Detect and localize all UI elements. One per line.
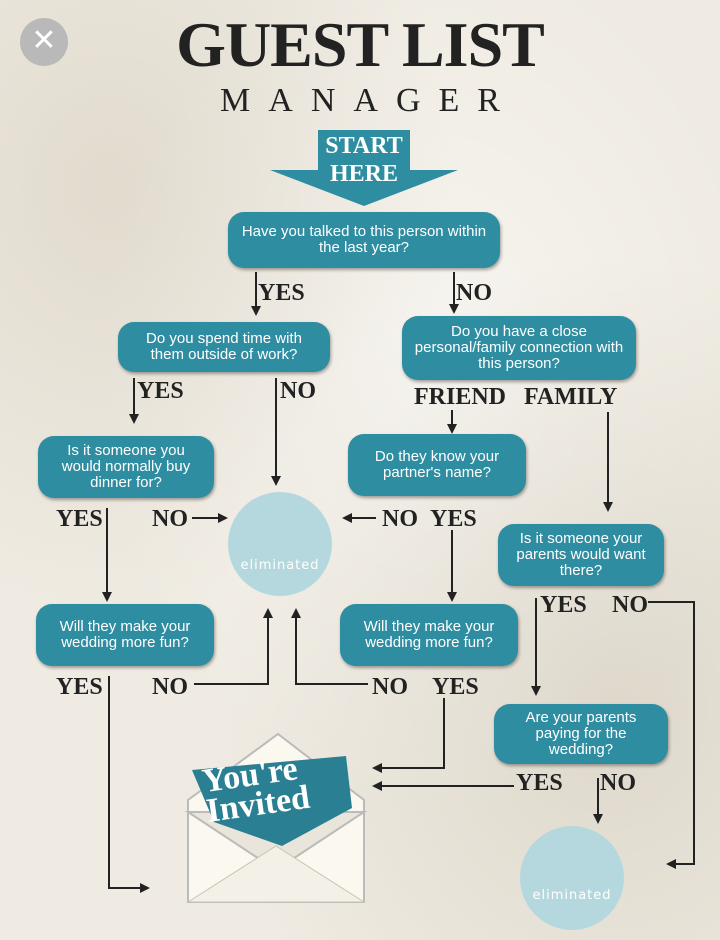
answer-no: NO bbox=[280, 378, 316, 404]
question-wedding-more-fun-left: Will they make your wedding more fun? bbox=[36, 604, 214, 666]
answer-no: NO bbox=[152, 506, 188, 532]
answer-no: NO bbox=[600, 770, 636, 796]
eliminated-label: eliminated bbox=[240, 558, 320, 573]
answer-yes: YES bbox=[540, 592, 587, 618]
question-parents-paying: Are your parents paying for the wedding? bbox=[494, 704, 668, 764]
eliminated-circle: eliminated bbox=[520, 826, 624, 930]
question-know-partner-name: Do they know your partner's name? bbox=[348, 434, 526, 496]
answer-no: NO bbox=[612, 592, 648, 618]
question-wedding-more-fun-right: Will they make your wedding more fun? bbox=[340, 604, 518, 666]
answer-yes: YES bbox=[430, 506, 477, 532]
answer-yes: YES bbox=[56, 674, 103, 700]
answer-no: NO bbox=[152, 674, 188, 700]
eliminated-circle: eliminated bbox=[228, 492, 332, 596]
answer-family: FAMILY bbox=[524, 384, 618, 410]
answer-yes: YES bbox=[137, 378, 184, 404]
question-close-connection: Do you have a close personal/family conn… bbox=[402, 316, 636, 380]
subtitle: MANAGER bbox=[220, 82, 518, 119]
answer-yes: YES bbox=[258, 280, 305, 306]
start-arrow-shape bbox=[270, 130, 458, 206]
answer-no: NO bbox=[382, 506, 418, 532]
question-talked-last-year: Have you talked to this person within th… bbox=[228, 212, 500, 268]
answer-no: NO bbox=[456, 280, 492, 306]
question-parents-want-there: Is it someone your parents would want th… bbox=[498, 524, 664, 586]
envelope-icon bbox=[184, 732, 368, 903]
answer-no: NO bbox=[372, 674, 408, 700]
answer-yes: YES bbox=[432, 674, 479, 700]
question-time-outside-work: Do you spend time with them outside of w… bbox=[118, 322, 330, 372]
eliminated-label: eliminated bbox=[532, 888, 612, 903]
close-icon: ✕ bbox=[31, 23, 57, 58]
question-buy-dinner: Is it someone you would normally buy din… bbox=[38, 436, 214, 498]
answer-friend: FRIEND bbox=[414, 384, 507, 410]
answer-yes: YES bbox=[516, 770, 563, 796]
close-button[interactable]: ✕ bbox=[20, 18, 68, 66]
answer-yes: YES bbox=[56, 506, 103, 532]
title: GUEST LIST bbox=[176, 9, 545, 80]
